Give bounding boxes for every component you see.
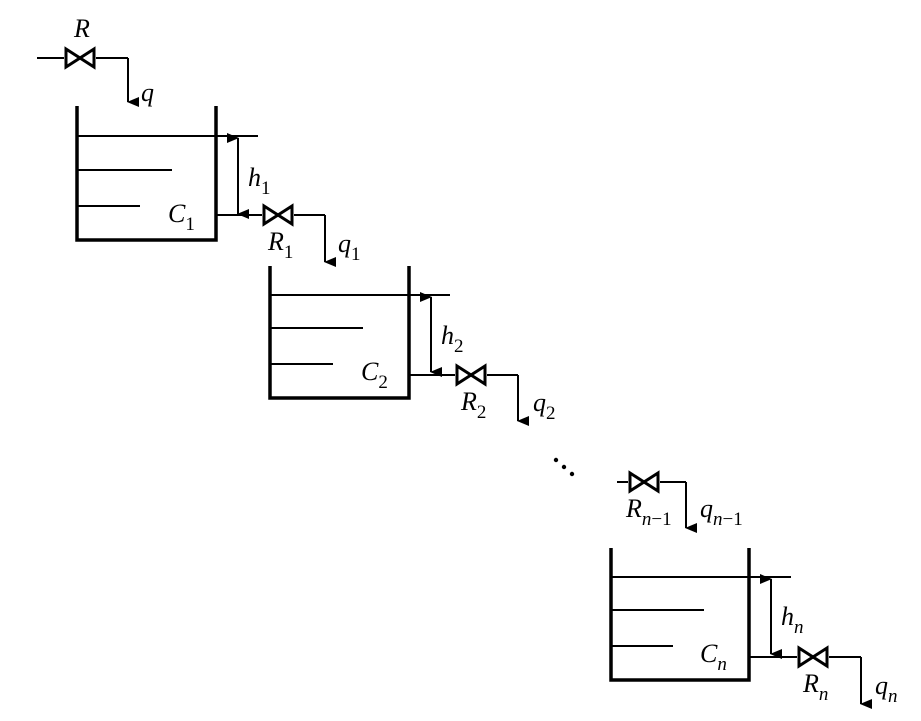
tank-1-head-label: h1	[248, 163, 271, 199]
inlet-flow-label: q	[141, 78, 154, 107]
inlet-valve-label: R	[73, 14, 90, 43]
valve-rn-1-label: Rn−1	[625, 494, 672, 530]
tank-2-capacity-label: C2	[361, 357, 388, 393]
flow-qn-1-label: qn−1	[700, 494, 743, 530]
ellipsis-dots	[553, 457, 575, 477]
tank-1-capacity-label: C1	[168, 199, 195, 235]
tank-2-outlet-pipe	[409, 374, 529, 426]
valve-r1-label: R1	[267, 227, 293, 263]
tank-1	[75, 106, 258, 242]
valve-rn-icon	[797, 645, 829, 669]
tank-n	[609, 548, 791, 682]
valve-rn-label: Rn	[802, 669, 828, 705]
inlet-pipe	[37, 57, 139, 107]
tank-2-head-label: h2	[441, 321, 464, 357]
valve-rn-1-icon	[628, 470, 660, 494]
tank-n-head-label: hn	[781, 602, 804, 638]
valve-r2-icon	[455, 363, 487, 387]
flow-qn-label: qn	[875, 671, 898, 707]
tank-2	[268, 266, 450, 400]
valve-r1-icon	[262, 203, 294, 227]
tank-n-capacity-label: Cn	[700, 639, 727, 675]
flow-q1-label: q1	[338, 229, 361, 265]
inlet-valve-icon	[64, 46, 96, 70]
valve-r2-label: R2	[460, 387, 486, 423]
valve-rn-1-pipe	[617, 481, 697, 533]
flow-q2-label: q2	[533, 388, 556, 424]
tank-n-outlet-pipe	[749, 656, 872, 709]
tank-1-outlet-pipe	[216, 214, 336, 267]
